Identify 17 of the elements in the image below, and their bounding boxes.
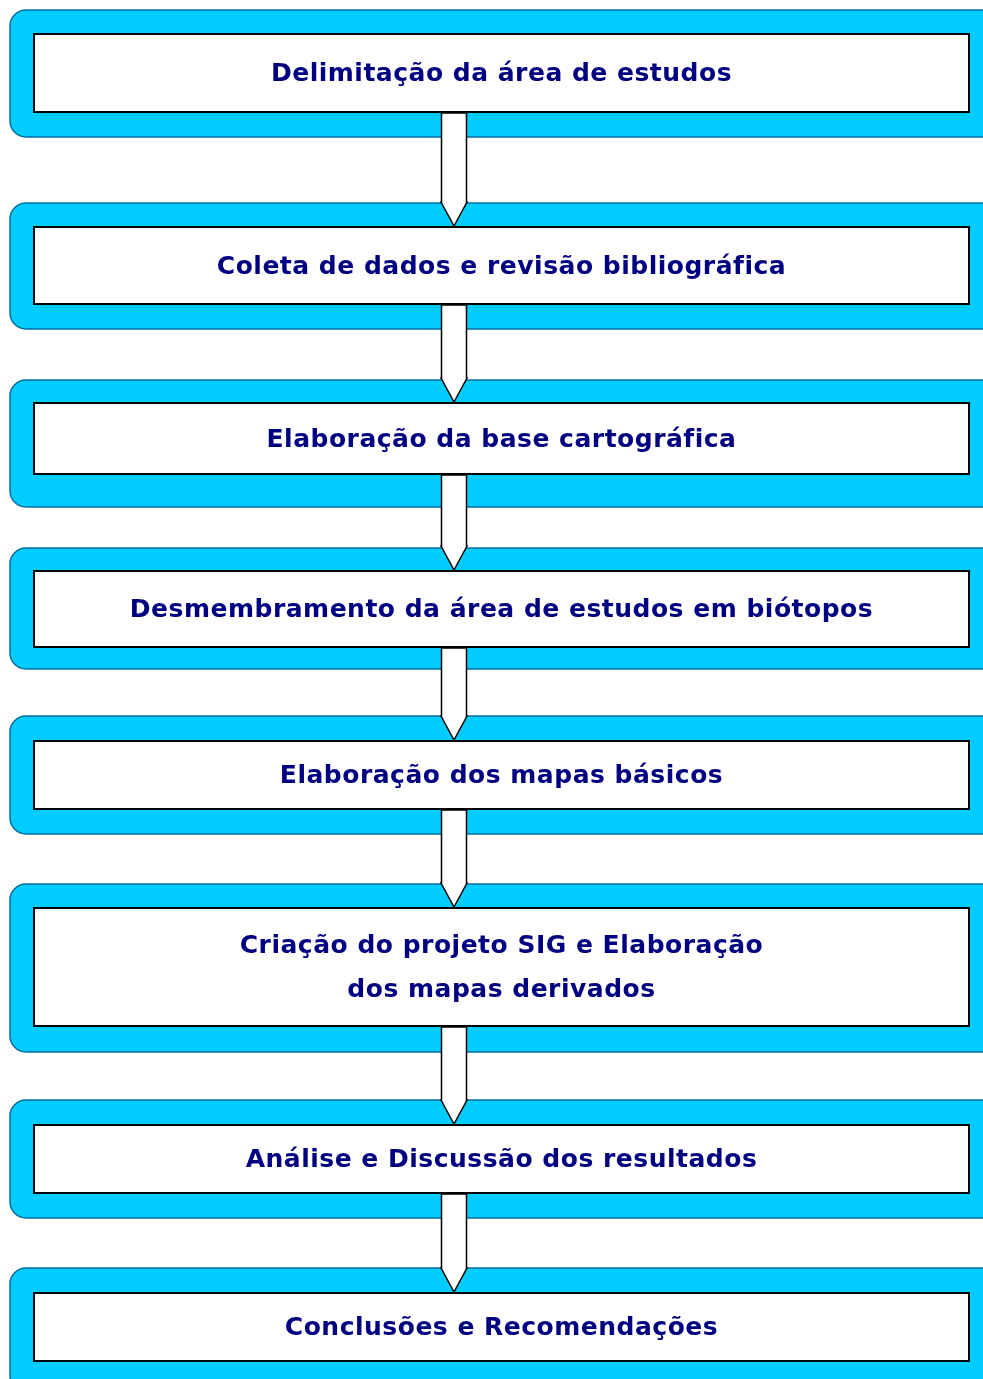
step-box <box>33 1292 970 1362</box>
step-box <box>33 740 970 810</box>
step-box <box>33 33 970 113</box>
step-box <box>33 402 970 475</box>
step-label: Elaboração dos mapas básicos <box>279 759 724 792</box>
step-label: Criação do projeto SIG e Elaboração dos mapas derivados <box>238 929 765 1005</box>
step-label: Elaboração da base cartográfica <box>266 422 737 455</box>
step-box <box>33 1124 970 1194</box>
step-label: Conclusões e Recomendações <box>284 1311 719 1344</box>
step-label: Coleta de dados e revisão bibliográfica <box>216 249 787 282</box>
step-box <box>33 570 970 648</box>
step-box <box>33 907 970 1027</box>
step-box <box>33 226 970 305</box>
block-arrow <box>439 112 469 228</box>
step-label: Delimitação da área de estudos <box>270 57 733 90</box>
step-label: Desmembramento da área de estudos em biótopos <box>129 593 874 626</box>
step-label: Análise e Discussão dos resultados <box>245 1143 758 1176</box>
